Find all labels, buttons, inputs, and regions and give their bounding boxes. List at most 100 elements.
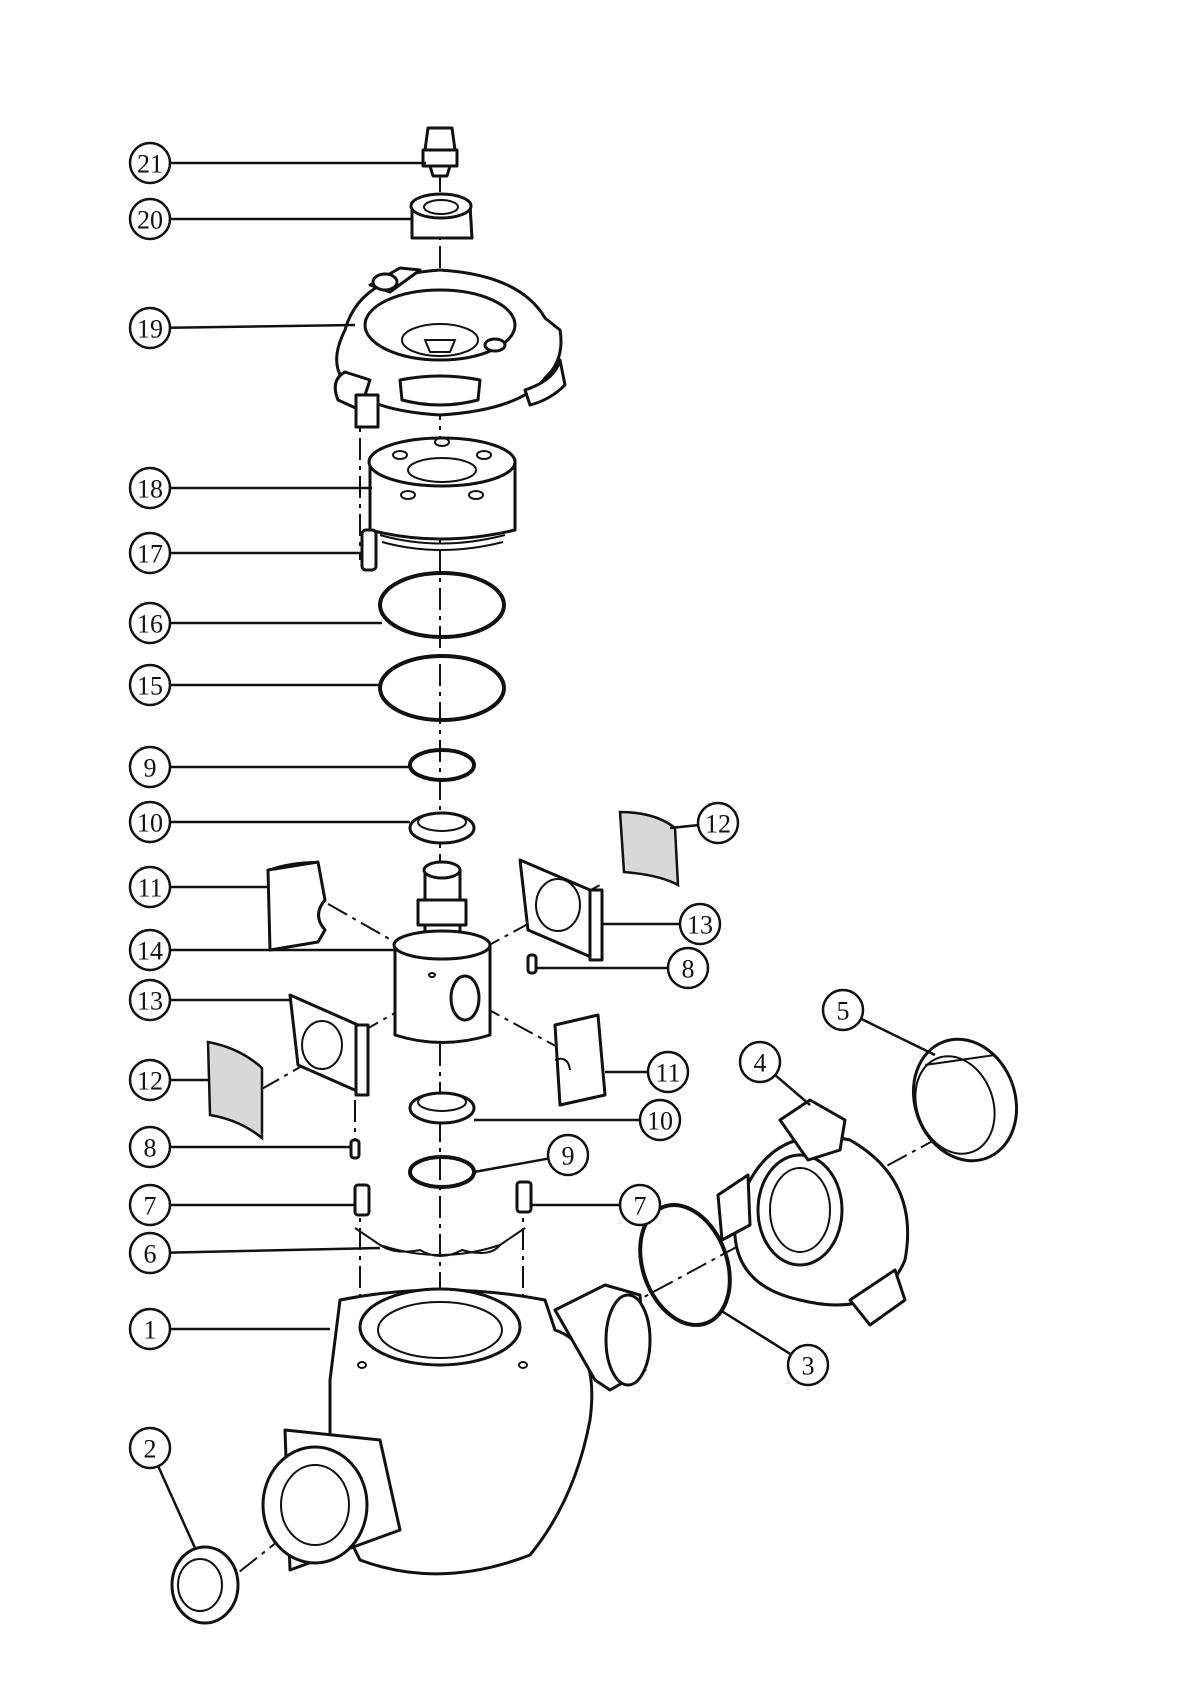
balloon-label-8: 8 xyxy=(682,955,695,984)
balloon-circle-21 xyxy=(128,141,172,185)
part-10-thrust-washer-lower xyxy=(408,1091,476,1125)
balloon-7: 7 xyxy=(128,1183,355,1227)
balloon-circle-3 xyxy=(786,1343,830,1387)
part-17-dowel-pin xyxy=(360,528,378,572)
balloon-circle-10 xyxy=(638,1098,682,1142)
balloon-12: 12 xyxy=(669,801,740,845)
part-21-grease-fitting xyxy=(421,126,459,178)
balloon-circle-7 xyxy=(128,1183,172,1227)
part-9-seal-ring-upper xyxy=(408,748,476,782)
balloon-19: 19 xyxy=(128,306,356,350)
part-1-valve-body xyxy=(261,1283,652,1576)
part-11-seal-segment-upper-left xyxy=(266,860,327,952)
balloon-label-3: 3 xyxy=(802,1352,815,1381)
leader-line-4 xyxy=(774,1074,811,1106)
balloon-label-9: 9 xyxy=(562,1142,575,1171)
balloon-label-12: 12 xyxy=(705,810,731,839)
balloon-label-19: 19 xyxy=(137,315,163,344)
leader-line-9 xyxy=(473,1157,549,1174)
balloon-label-9: 9 xyxy=(144,754,157,783)
balloon-label-20: 20 xyxy=(137,206,163,235)
balloon-7: 7 xyxy=(531,1183,662,1227)
balloon-1: 1 xyxy=(128,1307,330,1351)
balloon-circle-5 xyxy=(821,988,865,1032)
balloon-17: 17 xyxy=(128,531,362,575)
balloon-label-18: 18 xyxy=(137,475,163,504)
seal-axis-lower-right xyxy=(479,1004,601,1071)
balloon-circle-12 xyxy=(128,1058,172,1102)
balloon-2: 2 xyxy=(128,1426,197,1549)
balloon-circle-17 xyxy=(128,531,172,575)
part-8-pin-lower xyxy=(349,1138,361,1160)
balloon-label-13: 13 xyxy=(137,987,163,1016)
part-14-plug xyxy=(392,860,492,1044)
balloon-label-11: 11 xyxy=(655,1059,680,1088)
part-2-seat xyxy=(170,1545,240,1625)
part-8-pin-upper xyxy=(526,953,538,975)
balloon-10: 10 xyxy=(128,800,410,844)
balloon-label-17: 17 xyxy=(137,540,163,569)
part-11-seal-segment-lower-right xyxy=(553,1013,607,1107)
balloon-21: 21 xyxy=(128,141,426,185)
balloon-9: 9 xyxy=(128,745,410,789)
leader-line-12 xyxy=(669,823,699,830)
part-13-insert-lower-left xyxy=(288,993,370,1097)
balloon-circle-4 xyxy=(738,1040,782,1084)
balloon-13: 13 xyxy=(602,902,722,946)
balloon-13: 13 xyxy=(128,978,290,1022)
balloon-circle-10 xyxy=(128,800,172,844)
balloon-16: 16 xyxy=(128,601,382,645)
balloon-circle-9 xyxy=(546,1133,590,1177)
part-7-screw-right xyxy=(515,1180,533,1214)
balloon-circle-14 xyxy=(128,928,172,972)
part-3-seal-ring xyxy=(638,1202,732,1328)
balloon-label-5: 5 xyxy=(837,997,850,1026)
balloon-14: 14 xyxy=(128,928,395,972)
part-4-wing-nut xyxy=(716,1098,910,1327)
balloon-label-2: 2 xyxy=(144,1435,157,1464)
balloon-circle-8 xyxy=(128,1125,172,1169)
balloon-10: 10 xyxy=(474,1098,682,1142)
balloon-circle-11 xyxy=(646,1050,690,1094)
balloon-3: 3 xyxy=(719,1308,830,1387)
balloon-circle-11 xyxy=(128,865,172,909)
part-6-locking-plate xyxy=(354,1227,526,1257)
balloon-circle-20 xyxy=(128,197,172,241)
balloon-8: 8 xyxy=(536,946,710,990)
leader-line-2 xyxy=(157,1465,197,1549)
part-9-seal-ring-lower xyxy=(408,1155,476,1189)
part-10-thrust-washer-upper xyxy=(408,811,476,845)
balloon-label-21: 21 xyxy=(137,150,163,179)
balloon-12: 12 xyxy=(128,1058,210,1102)
part-19-cap xyxy=(333,266,567,429)
part-12-liner-upper-right xyxy=(618,810,680,888)
balloon-label-15: 15 xyxy=(137,672,163,701)
balloon-label-7: 7 xyxy=(634,1192,647,1221)
balloon-circle-13 xyxy=(678,902,722,946)
part-16-o-ring xyxy=(378,571,506,639)
balloon-20: 20 xyxy=(128,197,412,241)
balloon-circle-9 xyxy=(128,745,172,789)
part-18-bonnet xyxy=(367,436,517,551)
balloon-9: 9 xyxy=(473,1133,590,1177)
balloon-circle-19 xyxy=(128,306,172,350)
balloon-4: 4 xyxy=(738,1040,811,1106)
balloon-label-16: 16 xyxy=(137,610,163,639)
balloon-15: 15 xyxy=(128,663,380,707)
balloon-label-10: 10 xyxy=(647,1107,673,1136)
part-13-insert-upper-right xyxy=(518,858,604,962)
balloon-label-10: 10 xyxy=(137,809,163,838)
leader-line-6 xyxy=(169,1246,381,1254)
balloon-label-4: 4 xyxy=(754,1049,767,1078)
balloon-label-11: 11 xyxy=(137,874,162,903)
part-5-sub xyxy=(911,1037,1019,1163)
balloon-circle-18 xyxy=(128,466,172,510)
balloon-circle-13 xyxy=(128,978,172,1022)
balloon-label-6: 6 xyxy=(144,1240,157,1269)
balloon-8: 8 xyxy=(128,1125,351,1169)
balloon-circle-16 xyxy=(128,601,172,645)
balloon-label-14: 14 xyxy=(137,937,163,966)
leader-line-19 xyxy=(169,323,356,329)
balloon-circle-2 xyxy=(128,1426,172,1470)
